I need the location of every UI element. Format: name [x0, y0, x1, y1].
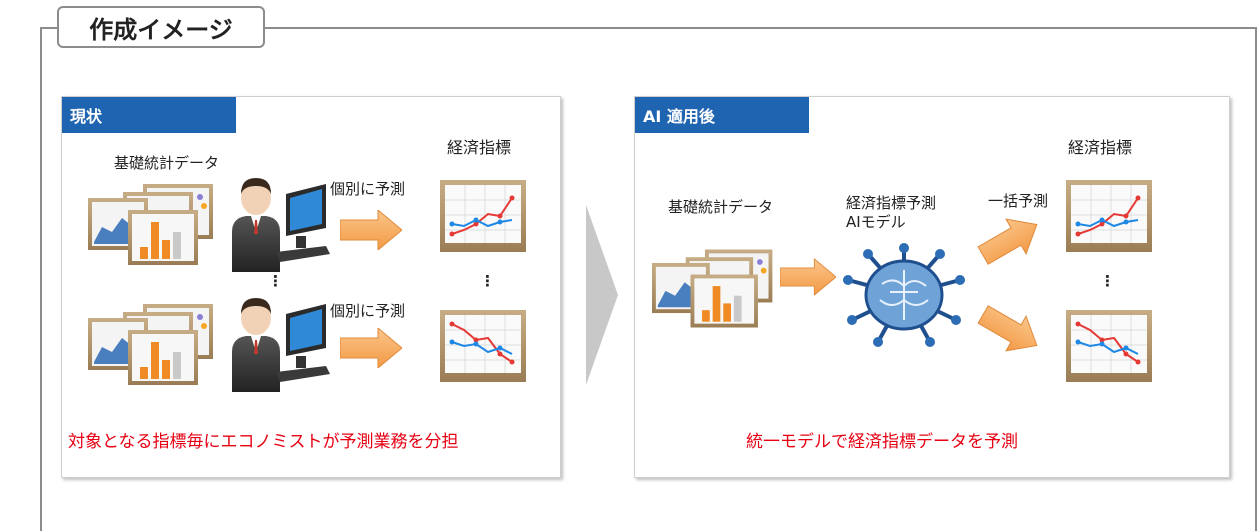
ellipsis-chart-after-ai: ⋮: [1100, 272, 1115, 290]
data-label-after-ai: 基礎統計データ: [668, 198, 774, 216]
note-current: 対象となる指標毎にエコノミストが予測業務を分担: [68, 432, 459, 452]
data-chart-stack-icon: [88, 304, 213, 385]
indicator-chart-icon: [1066, 310, 1152, 382]
indicator-label-current: 経済指標: [447, 138, 512, 157]
indicator-chart-icon: [1066, 180, 1152, 252]
note-after-ai: 統一モデルで経済指標データを予測: [746, 432, 1018, 452]
panel-tag-current: 現状: [62, 97, 236, 133]
data-chart-stack-icon: [652, 249, 773, 328]
transition-chevron-icon: [586, 205, 618, 385]
batch-predict-label: 一括予測: [988, 192, 1049, 210]
indicator-label-after-ai: 経済指標: [1068, 138, 1133, 157]
indicator-chart-icon: [440, 310, 526, 382]
panel-current: 現状: [61, 96, 561, 478]
ellipsis-person: ⋮: [268, 272, 283, 290]
right-arrow-icon: [340, 210, 402, 250]
data-chart-stack-icon: [88, 184, 213, 265]
model-label-line2: AIモデル: [846, 213, 906, 231]
right-arrow-icon: [340, 328, 402, 368]
frame-right: [1255, 27, 1257, 531]
frame-top-right: [265, 27, 1257, 29]
batch-arrow-down-icon: [977, 305, 1038, 352]
indicator-chart-icon: [440, 180, 526, 252]
page-title: 作成イメージ: [57, 6, 265, 48]
economist-at-computer-icon: [232, 298, 330, 392]
economist-at-computer-icon: [232, 178, 330, 272]
data-label-current: 基礎統計データ: [114, 154, 220, 172]
frame-left: [40, 27, 42, 531]
ai-brain-model-icon: [843, 243, 965, 347]
right-arrow-icon: [780, 258, 836, 296]
predict-label-top: 個別に予測: [330, 180, 406, 198]
ellipsis-chart-current: ⋮: [480, 272, 495, 290]
panel-tag-after-ai: AI 適用後: [635, 97, 809, 133]
predict-label-bottom: 個別に予測: [330, 302, 406, 320]
batch-arrow-up-icon: [977, 218, 1038, 265]
model-label-line1: 経済指標予測: [846, 194, 937, 212]
frame-top-left: [40, 27, 58, 29]
